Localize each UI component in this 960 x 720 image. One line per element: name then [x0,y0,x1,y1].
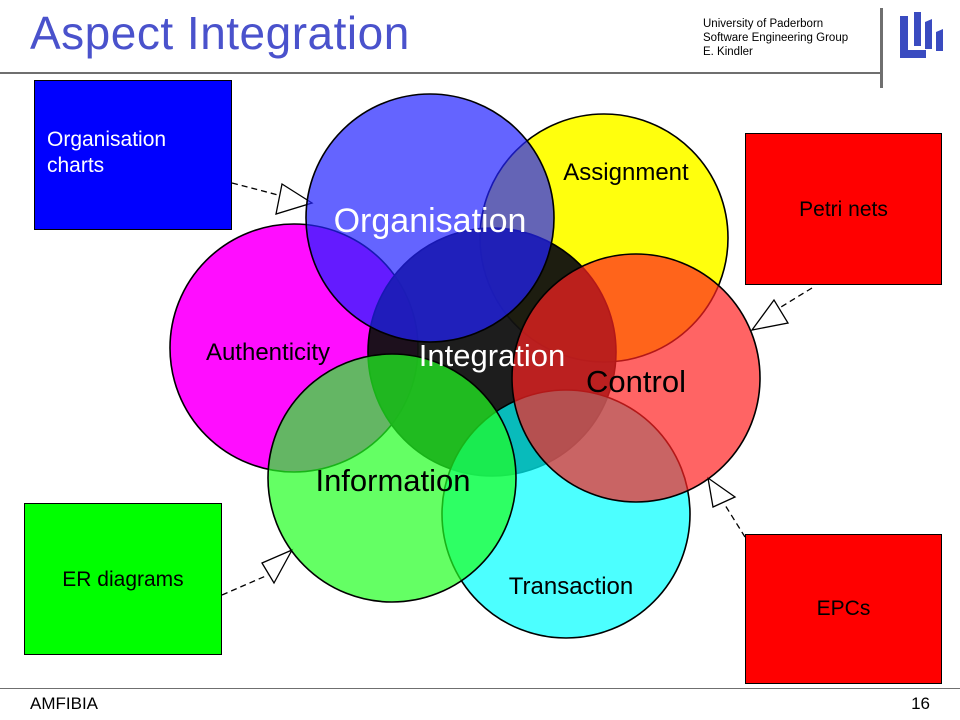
label-organisation: Organisation [334,202,527,240]
header-group: Software Engineering Group [703,32,849,44]
circle-organisation [305,93,555,343]
circle-information [267,353,517,603]
notation-box-org-charts: Organisation charts [34,80,232,230]
connector-petri-nets [775,287,813,311]
logo-divider [880,8,883,88]
page-title: Aspect Integration [30,7,410,59]
page-number: 16 [911,694,930,713]
notation-label-er-diagrams: ER diagrams [62,568,184,591]
label-transaction: Transaction [509,573,634,600]
university-paderborn-logo-icon [900,12,943,58]
label-control: Control [586,364,686,399]
title-divider [0,72,880,74]
label-information: Information [315,463,470,498]
connector-epcs [724,504,746,538]
connectors [221,182,813,596]
arrow-head-petri-nets [750,298,790,331]
arrow-head-org-charts [275,182,314,215]
notation-box-petri-nets: Petri nets [745,133,942,285]
footer-project: AMFIBIA [30,694,99,713]
connector-er-diagrams [221,574,269,596]
label-integration: Integration [419,338,566,373]
notation-label-petri-nets: Petri nets [799,198,888,221]
header-info: University of Paderborn Software Enginee… [703,17,848,59]
connector-org-charts [231,182,283,197]
notation-label-org-charts: Organisation charts [47,128,167,177]
notation-box-epcs: EPCs [745,534,942,684]
arrow-head-epcs [707,476,737,508]
label-assignment: Assignment [563,159,689,186]
header-university: University of Paderborn [703,18,824,30]
notation-box-er-diagrams: ER diagrams [24,503,222,655]
header-author: E. Kindler [703,46,753,58]
label-authenticity: Authenticity [206,339,330,366]
notation-label-epcs: EPCs [816,597,871,620]
circle-control [511,253,761,503]
arrow-head-er-diagrams [261,548,294,585]
footer-divider [0,688,960,689]
